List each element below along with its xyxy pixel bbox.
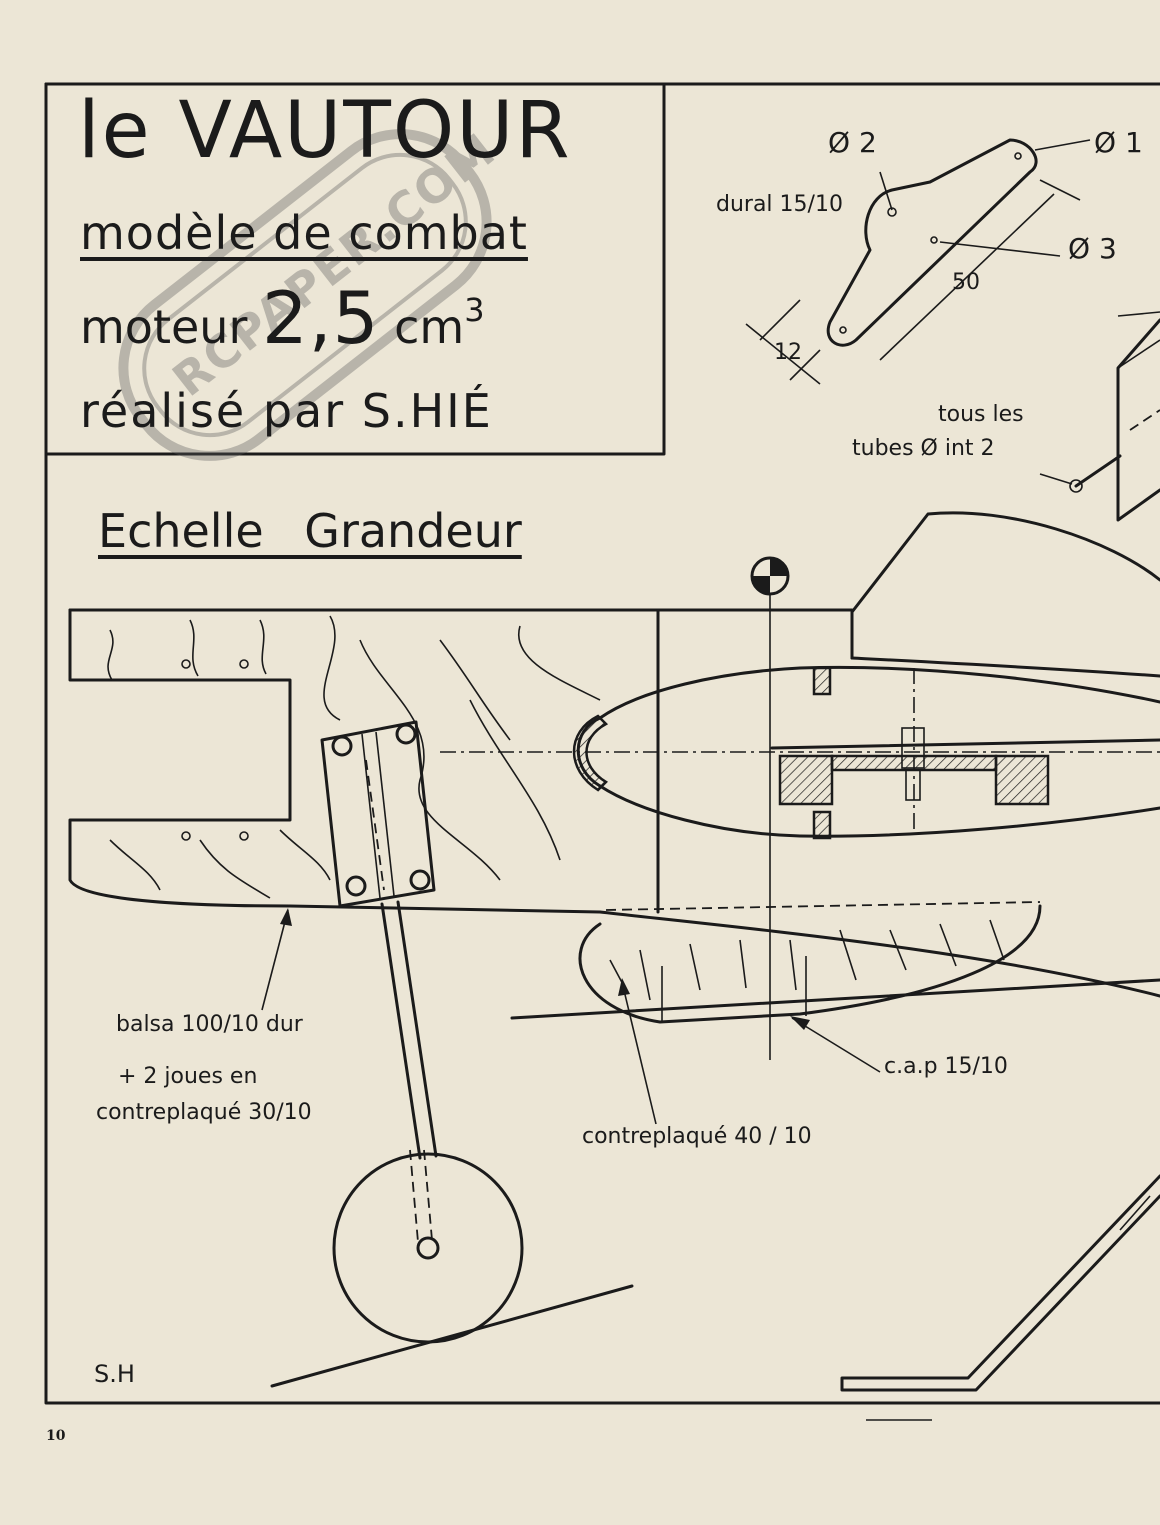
signature-initials: S.H bbox=[94, 1360, 135, 1388]
landing-gear bbox=[270, 900, 634, 1388]
balsa-grain bbox=[107, 615, 601, 899]
bellcrank-detail bbox=[745, 138, 1091, 385]
control-rod bbox=[840, 1174, 1160, 1392]
label-cap: c.a.p 15/10 bbox=[884, 1054, 1008, 1079]
label-phi-1: Ø 1 bbox=[1094, 126, 1143, 159]
plywood-fairing bbox=[510, 901, 1160, 1024]
label-balsa-2: + 2 joues en bbox=[118, 1064, 258, 1089]
spar-blocks bbox=[770, 666, 1160, 840]
scale-label: Echelle Grandeur bbox=[98, 504, 522, 558]
engine-spec: moteur 2,5 cm3 bbox=[80, 276, 485, 360]
label-dim-12: 12 bbox=[774, 340, 802, 365]
label-tubes-1: tous les bbox=[938, 402, 1024, 427]
label-balsa-3: contreplaqué 30/10 bbox=[96, 1100, 312, 1125]
label-phi-3: Ø 3 bbox=[1068, 232, 1117, 265]
label-contreplaque: contreplaqué 40 / 10 bbox=[582, 1124, 812, 1149]
label-tubes-2: tubes Ø int 2 bbox=[852, 436, 995, 461]
engine-exponent: 3 bbox=[464, 291, 485, 329]
engine-prefix: moteur bbox=[80, 300, 248, 354]
cg-symbol bbox=[750, 556, 790, 1060]
title-box bbox=[44, 82, 666, 456]
engine-unit: cm bbox=[394, 300, 465, 354]
label-balsa-1: balsa 100/10 dur bbox=[116, 1012, 303, 1037]
author-line: réalisé par S.HIÉ bbox=[80, 384, 493, 438]
gear-mount-plate bbox=[320, 720, 436, 908]
model-subtitle: modèle de combat bbox=[80, 206, 528, 260]
tube-detail bbox=[1039, 318, 1160, 522]
page-number: 10 bbox=[46, 1428, 66, 1444]
model-title: le VAUTOUR bbox=[78, 86, 572, 176]
label-dural: dural 15/10 bbox=[716, 192, 843, 217]
leader-lines bbox=[261, 311, 1160, 1125]
fin-outline bbox=[850, 511, 1160, 660]
fuselage-outline bbox=[68, 608, 1160, 998]
label-phi-2: Ø 2 bbox=[828, 126, 877, 159]
label-dim-50: 50 bbox=[952, 270, 980, 295]
engine-size: 2,5 bbox=[261, 276, 380, 360]
